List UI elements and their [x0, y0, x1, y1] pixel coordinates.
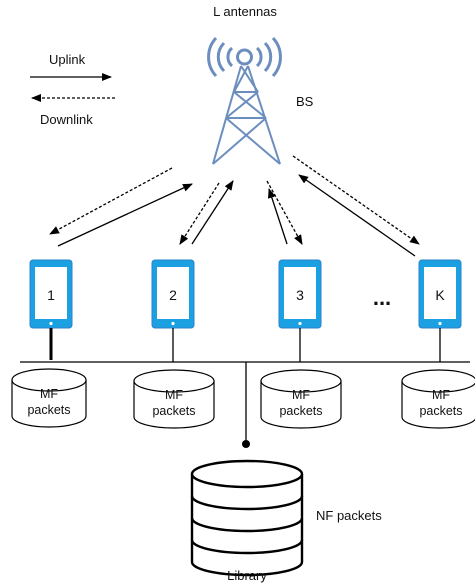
user-device-2: 2 — [151, 259, 195, 329]
user-device-3: 3 — [278, 259, 322, 329]
cache-line-1: MF — [40, 387, 58, 401]
cache-line-2: packets — [419, 404, 462, 418]
device-screen — [157, 267, 189, 319]
device-home-button — [171, 321, 175, 326]
device-screen — [284, 267, 316, 319]
cache-user-3: MF packets — [260, 369, 342, 429]
downlink-label: Downlink — [40, 112, 93, 127]
nf-packets-label: NF packets — [316, 508, 382, 523]
bs-label: BS — [296, 94, 314, 109]
antennas-label: L antennas — [213, 4, 277, 19]
device-home-button — [438, 321, 442, 326]
user-number: 2 — [169, 287, 177, 303]
links — [49, 155, 420, 257]
uplink-arrow-user-2 — [191, 180, 234, 245]
downlink-arrow-user-1 — [49, 167, 173, 235]
cache-user-1: MF packets — [11, 368, 87, 428]
user-device-1: 1 — [29, 259, 73, 329]
cache-user-2: MF packets — [133, 369, 215, 429]
user-number: 1 — [47, 287, 55, 303]
legend: Uplink Downlink — [30, 52, 115, 127]
uplink-arrow-user-k — [298, 174, 416, 257]
cache-user-k: MF packets — [401, 369, 475, 429]
ellipsis: ... — [373, 285, 391, 310]
cache-line-1: MF — [432, 388, 450, 402]
device-home-button — [49, 321, 53, 326]
device-screen — [35, 267, 67, 319]
uplink-arrow-user-3 — [267, 188, 288, 245]
cache-line-2: packets — [152, 404, 195, 418]
device-home-button — [298, 321, 302, 326]
cache-line-1: MF — [165, 388, 183, 402]
junction-dot — [242, 440, 250, 448]
bus-connections — [20, 328, 470, 444]
uplink-arrow-user-1 — [57, 183, 193, 247]
cache-line-2: packets — [279, 404, 322, 418]
library-database-icon — [190, 459, 304, 577]
cache-line-2: packets — [27, 403, 70, 417]
downlink-arrow-user-k — [292, 155, 420, 245]
user-device-k: K — [418, 259, 462, 329]
user-number: 3 — [296, 287, 304, 303]
user-number: K — [435, 287, 445, 303]
library-label: Library — [227, 568, 267, 583]
base-station-tower-icon — [207, 36, 282, 165]
downlink-arrow-user-2 — [179, 182, 220, 245]
device-screen — [424, 267, 456, 319]
uplink-label: Uplink — [49, 52, 86, 67]
cache-line-1: MF — [292, 388, 310, 402]
